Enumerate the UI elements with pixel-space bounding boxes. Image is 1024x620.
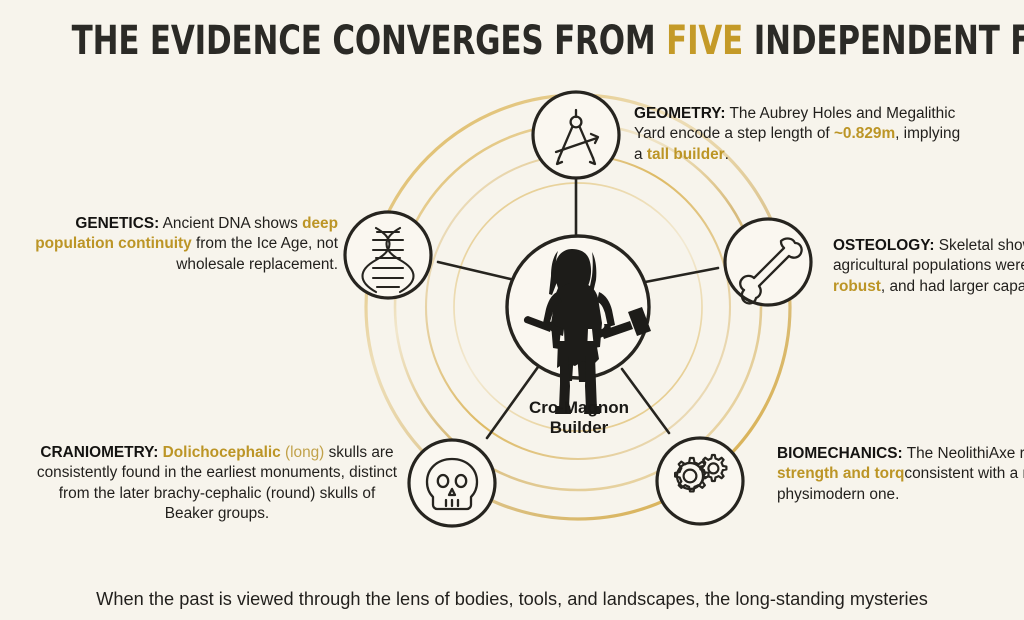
spoke-osteology bbox=[638, 266, 720, 285]
callout-osteology-text-2: show pre-agricultural populations were bbox=[833, 237, 1024, 275]
gears-icon bbox=[674, 453, 728, 493]
callout-biomechanics-text-1: The Neolithi bbox=[902, 445, 989, 462]
callout-biomechanics-heading: BIOMECHANICS: bbox=[777, 445, 903, 462]
callout-biomechanics-text-4: modern one. bbox=[812, 485, 900, 503]
caveman-silhouette-icon bbox=[523, 249, 651, 414]
callout-geometry-highlight-2: tall builder bbox=[646, 145, 725, 163]
callout-osteology-text-1: Skeletal bbox=[934, 237, 998, 254]
callout-craniometry-text-2: skulls are consistently found in the ear… bbox=[36, 444, 398, 523]
callout-geometry-text-1: The Aubrey Holes and Megalithic Yard enc… bbox=[634, 105, 956, 143]
callout-osteology-text-5: capacities. bbox=[992, 277, 1024, 295]
hub-label-line-1: Cro-Magnon bbox=[528, 398, 630, 417]
callout-biomechanics-highlight-1: strength and torq bbox=[777, 465, 905, 483]
callout-osteology-text-4: , and had larger bbox=[880, 277, 993, 295]
callout-osteology: OSTEOLOGY: Skeletal show pre-agricultura… bbox=[833, 236, 1024, 297]
callout-biomechanics-text-3: consistent with a robust physi bbox=[777, 465, 1024, 503]
callout-genetics-heading: GENETICS: bbox=[75, 215, 160, 232]
callout-geometry-text-3: . bbox=[724, 145, 729, 163]
spoke-genetics bbox=[436, 260, 521, 283]
callout-osteology-heading: OSTEOLOGY: bbox=[833, 237, 935, 254]
title-part-1: THE EVIDENCE CONVERGES FROM bbox=[71, 18, 667, 64]
callout-craniometry-highlight-light: (long) bbox=[280, 444, 325, 461]
callout-geometry-text-2: , implying a bbox=[634, 125, 961, 163]
spoke-craniometry bbox=[485, 365, 540, 440]
dna-helix-icon bbox=[361, 226, 415, 294]
callout-genetics-text-2: from the Ice Age, not wholesale replacem… bbox=[176, 235, 338, 273]
title-part-2: INDEPENDENT FIELDS bbox=[753, 18, 1024, 64]
compass-divider-icon bbox=[554, 108, 600, 166]
callout-biomechanics: BIOMECHANICS: The NeolithiAxe requires s… bbox=[777, 444, 1024, 505]
callout-geometry-highlight-1: ~0.829m bbox=[833, 125, 896, 143]
callout-geometry-heading: GEOMETRY: bbox=[634, 105, 726, 122]
callout-craniometry-heading: CRANIOMETRY: bbox=[40, 444, 159, 461]
node-osteology[interactable] bbox=[723, 217, 813, 307]
spoke-biomechanics bbox=[620, 367, 671, 435]
callout-osteology-highlight-2: robust bbox=[833, 277, 881, 295]
callout-genetics-highlight-1: deep population continuity bbox=[35, 215, 338, 253]
hub-label-line-2: Builder bbox=[549, 417, 609, 437]
callout-craniometry: CRANIOMETRY: Dolichocephalic (long) skul… bbox=[34, 443, 400, 525]
node-genetics[interactable] bbox=[343, 210, 433, 300]
bone-icon bbox=[739, 237, 803, 305]
callout-craniometry-highlight-1: Dolichocephalic bbox=[162, 444, 281, 461]
title-accent-five: FIVE bbox=[666, 18, 744, 64]
page-title: THE EVIDENCE CONVERGES FROM FIVE INDEPEN… bbox=[71, 18, 1024, 64]
node-craniometry[interactable] bbox=[407, 438, 497, 528]
hub-label: Cro-Magnon Builder bbox=[469, 398, 689, 438]
node-biomechanics[interactable] bbox=[655, 436, 745, 526]
callout-biomechanics-text-2: Axe requires bbox=[988, 445, 1024, 462]
node-geometry[interactable] bbox=[531, 90, 621, 180]
bottom-caption: When the past is viewed through the lens… bbox=[96, 588, 928, 609]
callout-genetics-text-1: Ancient DNA shows bbox=[159, 215, 303, 232]
skull-icon bbox=[425, 457, 479, 511]
connector-spokes bbox=[436, 176, 720, 440]
callout-genetics: GENETICS: Ancient DNA shows deep populat… bbox=[22, 214, 338, 275]
callout-geometry: GEOMETRY: The Aubrey Holes and Megalithi… bbox=[634, 104, 964, 165]
hub-node[interactable] bbox=[505, 234, 651, 414]
